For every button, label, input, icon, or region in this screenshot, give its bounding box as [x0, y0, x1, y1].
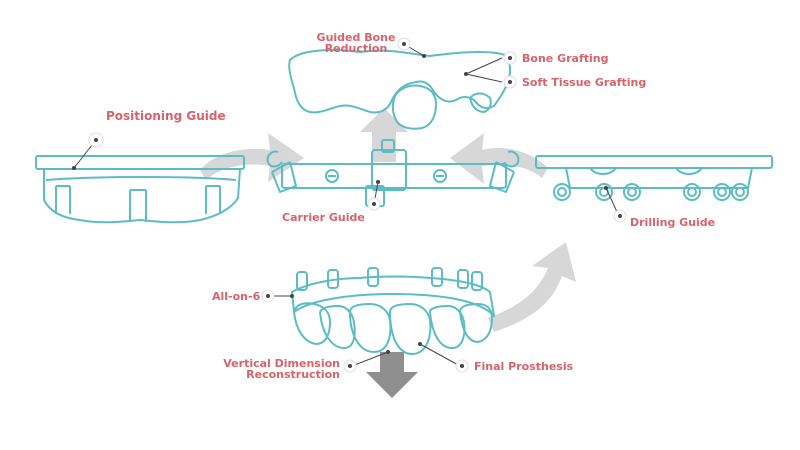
target-dot-prosthesis [418, 342, 422, 346]
target-dot-vertical [386, 350, 390, 354]
marker-soft-tissue-grafting [503, 75, 517, 89]
positioning-guide [35, 155, 245, 224]
marker-final-prosthesis [455, 359, 469, 373]
label-all-on-6: All-on-6 [212, 290, 261, 303]
arrow-up-to-reduction [360, 108, 408, 162]
label-carrier-guide: Carrier Guide [282, 211, 365, 224]
target-dot-drilling [604, 186, 608, 190]
marker-all-on-6 [261, 289, 275, 303]
label-guided-bone-reduction-line-2: Reduction [324, 42, 388, 55]
marker-bone-grafting [503, 51, 517, 65]
target-dot-carrier [376, 180, 380, 184]
arrow-positioning-to-carrier [200, 133, 304, 182]
label-guided-bone-reduction: Guided Bone Reduction [316, 32, 396, 54]
label-guided-bone-reduction-line-1: Guided Bone [316, 31, 396, 44]
label-soft-tissue-grafting: Soft Tissue Grafting [522, 76, 647, 89]
all-on-6-prosthesis [291, 267, 495, 355]
marker-guided-bone-reduction [397, 37, 411, 51]
label-vertical-dimension-reconstruction: Vertical Dimension Reconstruction [196, 358, 340, 380]
label-positioning-guide: Positioning Guide [106, 109, 226, 123]
arrow-down-vertical-dimension [366, 352, 418, 398]
leader-lines [73, 43, 619, 367]
carrier-guide [266, 139, 520, 207]
label-vertical-dimension-line-2: Reconstruction [246, 368, 340, 381]
label-final-prosthesis: Final Prosthesis [474, 360, 574, 373]
target-dot-positioning [72, 166, 76, 170]
marker-drilling-guide [613, 209, 627, 223]
marker-carrier-guide [367, 197, 381, 211]
arrow-prosthesis-to-drilling [488, 242, 576, 332]
target-dot-reduction [422, 54, 426, 58]
target-dot-all-on-6 [290, 294, 294, 298]
label-bone-grafting: Bone Grafting [522, 52, 609, 65]
label-drilling-guide: Drilling Guide [630, 216, 716, 229]
drill-sleeves [553, 183, 749, 201]
drilling-guide [535, 155, 773, 201]
target-dot-grafting [464, 72, 468, 76]
label-vertical-dimension-line-1: Vertical Dimension [223, 357, 340, 370]
guided-bone-reduction-guide [288, 49, 512, 130]
marker-vertical-dimension [343, 359, 357, 373]
arrow-drilling-to-carrier [450, 133, 548, 184]
marker-positioning-guide [88, 132, 104, 148]
leader-markers [72, 37, 627, 373]
